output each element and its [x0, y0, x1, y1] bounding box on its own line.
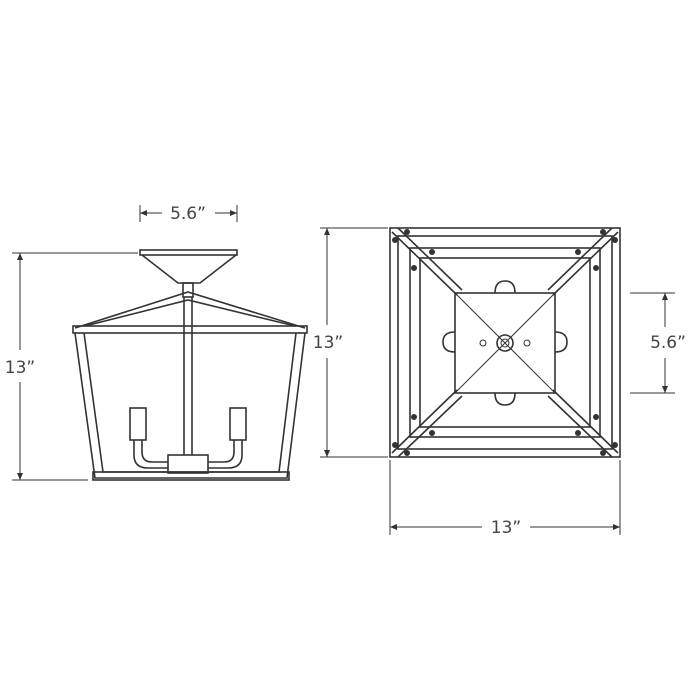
canopy [139, 249, 238, 298]
top-view: 13” 5.6” 13” [313, 227, 686, 538]
side-width-dimension: 5.6” [139, 204, 238, 224]
canopy-plate [442, 280, 568, 406]
side-height-dimension: 13” [5, 252, 138, 481]
top-width-dimension: 13” [389, 460, 621, 538]
side-view: 5.6” 13” [5, 204, 308, 481]
mounting-screws [392, 229, 618, 456]
top-height-label: 13” [313, 333, 343, 353]
center-stem [167, 297, 209, 474]
side-height-label: 13” [5, 358, 35, 378]
canopy-dimension: 5.6” [630, 292, 686, 394]
cage-frame [72, 291, 308, 481]
canopy-width-label: 5.6” [650, 333, 686, 353]
side-width-label: 5.6” [170, 204, 206, 224]
top-height-dimension: 13” [313, 227, 388, 458]
top-width-label: 13” [491, 518, 521, 538]
outer-frame [389, 227, 621, 458]
candle-sockets [129, 407, 247, 469]
